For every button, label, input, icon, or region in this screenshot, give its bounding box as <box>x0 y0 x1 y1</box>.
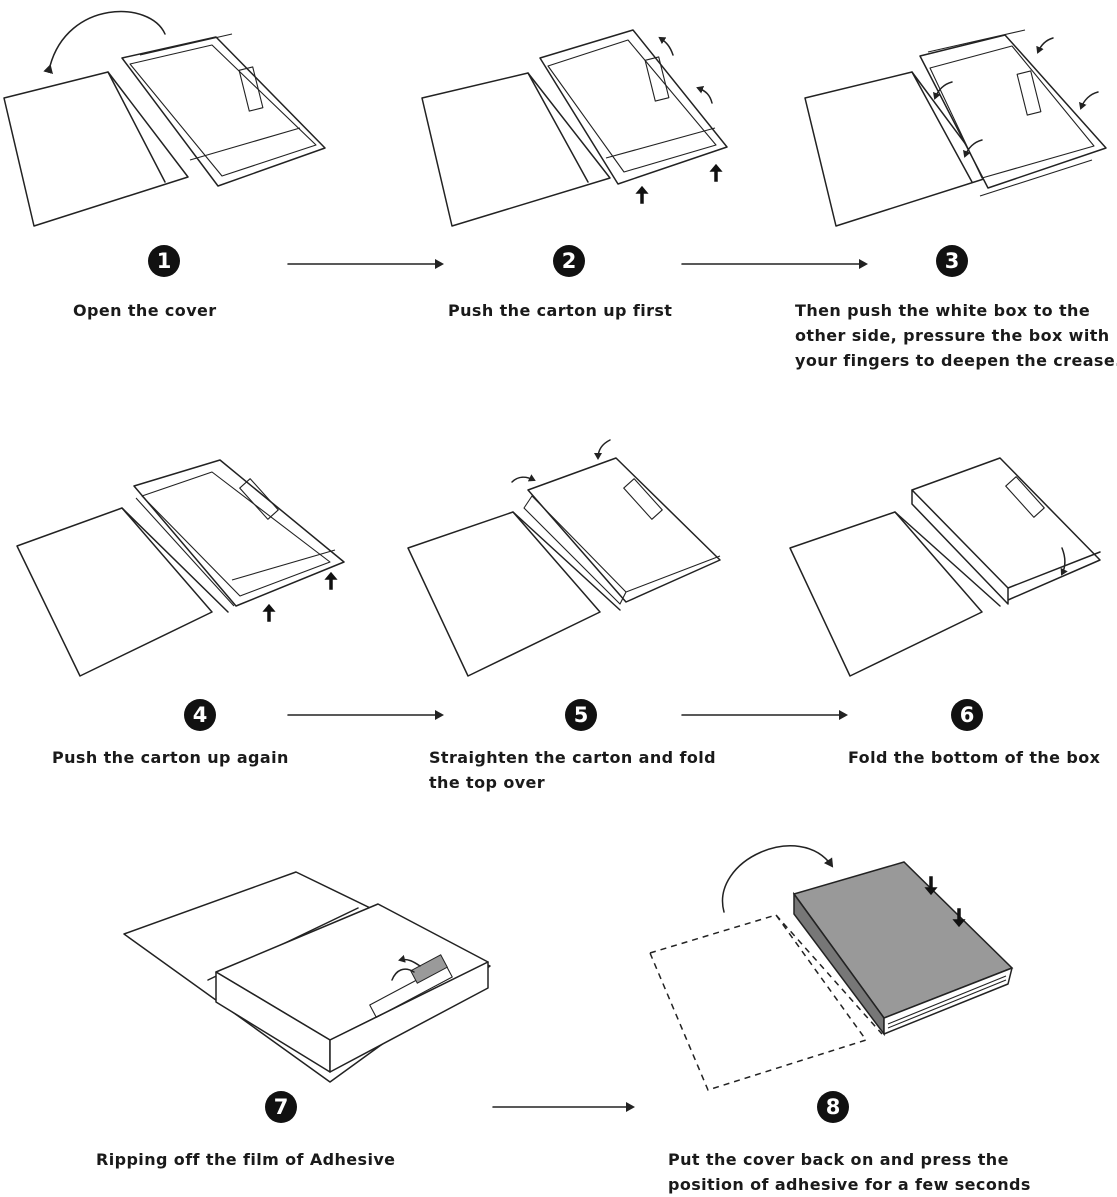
step-3-caption-line-3: your fingers to deepen the crease. <box>795 351 1117 370</box>
push-white-box-illustration <box>804 29 1107 227</box>
step-7-caption: Ripping off the film of Adhesive <box>96 1147 395 1172</box>
step-6-number-badge: 6 <box>951 699 983 731</box>
peel-adhesive-illustration <box>123 871 491 1083</box>
close-cover-illustration <box>648 845 1014 1091</box>
step-5-caption-line-1: Straighten the carton and fold <box>429 748 716 767</box>
step-1-caption-line: Open the cover <box>73 301 217 320</box>
step-8-caption-line-2: position of adhesive for a few seconds <box>668 1175 1031 1194</box>
step-3-number-badge: 3 <box>936 245 968 277</box>
step-4-caption: Push the carton up again <box>52 745 289 770</box>
step-4-caption-line: Push the carton up again <box>52 748 289 767</box>
step-4-number-badge: 4 <box>184 699 216 731</box>
step-5-number-badge: 5 <box>565 699 597 731</box>
step-8-caption-line-1: Put the cover back on and press the <box>668 1150 1009 1169</box>
step-3-caption: Then push the white box to the other sid… <box>795 298 1117 373</box>
fold-bottom-illustration <box>789 457 1101 677</box>
step-7-caption-line: Ripping off the film of Adhesive <box>96 1150 396 1169</box>
step-2-number-badge: 2 <box>553 245 585 277</box>
step-6-caption-line: Fold the bottom of the box <box>848 748 1101 767</box>
open-cover-illustration <box>3 10 326 227</box>
step-8-number-badge: 8 <box>817 1091 849 1123</box>
step-3-caption-line-2: other side, pressure the box with <box>795 326 1110 345</box>
step-1-caption: Open the cover <box>73 298 217 323</box>
step-5-caption-line-2: the top over <box>429 773 546 792</box>
step-2-caption: Push the carton up first <box>448 298 672 323</box>
fold-top-illustration <box>407 439 721 677</box>
step-2-caption-line: Push the carton up first <box>448 301 673 320</box>
push-carton-illustration <box>421 29 728 227</box>
step-6-caption: Fold the bottom of the box <box>848 745 1100 770</box>
step-8-caption: Put the cover back on and press the posi… <box>668 1147 1031 1197</box>
step-5-caption: Straighten the carton and fold the top o… <box>429 745 716 795</box>
step-3-caption-line-1: Then push the white box to the <box>795 301 1091 320</box>
push-carton-again-illustration <box>16 459 345 677</box>
step-7-number-badge: 7 <box>265 1091 297 1123</box>
step-1-number-badge: 1 <box>148 245 180 277</box>
